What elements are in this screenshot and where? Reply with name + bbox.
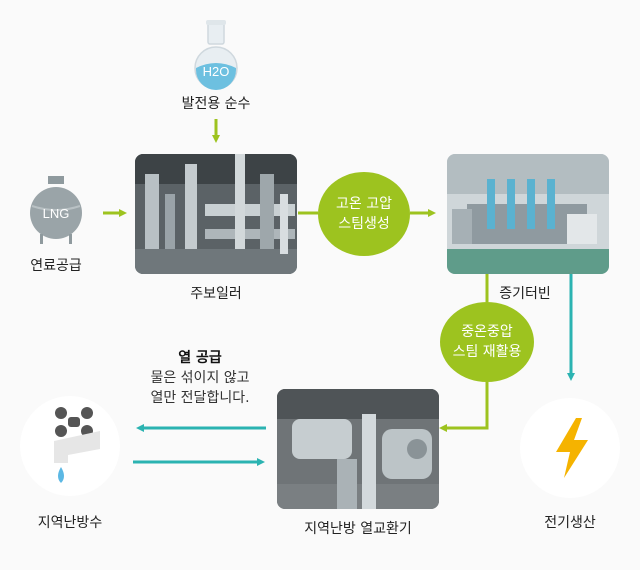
lng-tank-icon: LNG	[30, 176, 82, 244]
heat-supply-text: 열 공급 물은 섞이지 않고 열만 전달합니다.	[130, 348, 270, 408]
turbine-label: 증기터빈	[499, 286, 551, 302]
power-label: 전기생산	[544, 515, 596, 531]
exchanger-label: 지역난방 열교환기	[304, 521, 412, 537]
medium-pressure-line-1: 중온중압	[461, 324, 513, 340]
boiler-label: 주보일러	[190, 286, 242, 302]
water-faucet-icon	[54, 407, 100, 483]
fuel-label: 연료공급	[30, 258, 82, 274]
heat-supply-line-1: 물은 섞이지 않고	[150, 370, 250, 386]
high-pressure-line-1: 고온 고압	[336, 196, 392, 212]
arrow-bubble2-to-exchanger	[439, 382, 489, 432]
high-pressure-steam-bubble: 고온 고압 스팀생성	[318, 172, 410, 256]
water-flask-text: H2O	[203, 64, 230, 79]
heat-supply-line-2: 열만 전달합니다.	[150, 390, 250, 406]
lng-tank-text: LNG	[43, 206, 70, 221]
medium-pressure-steam-bubble: 중온중압 스팀 재활용	[440, 302, 534, 382]
exchanger-photo	[277, 389, 439, 509]
district-water-label: 지역난방수	[37, 515, 103, 531]
boiler-photo	[135, 154, 297, 274]
medium-pressure-line-2: 스팀 재활용	[452, 344, 522, 360]
turbine-photo	[447, 154, 609, 274]
water-label: 발전용 순수	[181, 96, 251, 112]
heat-supply-title: 열 공급	[178, 350, 222, 366]
lightning-icon	[556, 418, 588, 478]
high-pressure-line-2: 스팀생성	[338, 216, 390, 232]
water-flask-icon: H2O	[194, 20, 238, 90]
